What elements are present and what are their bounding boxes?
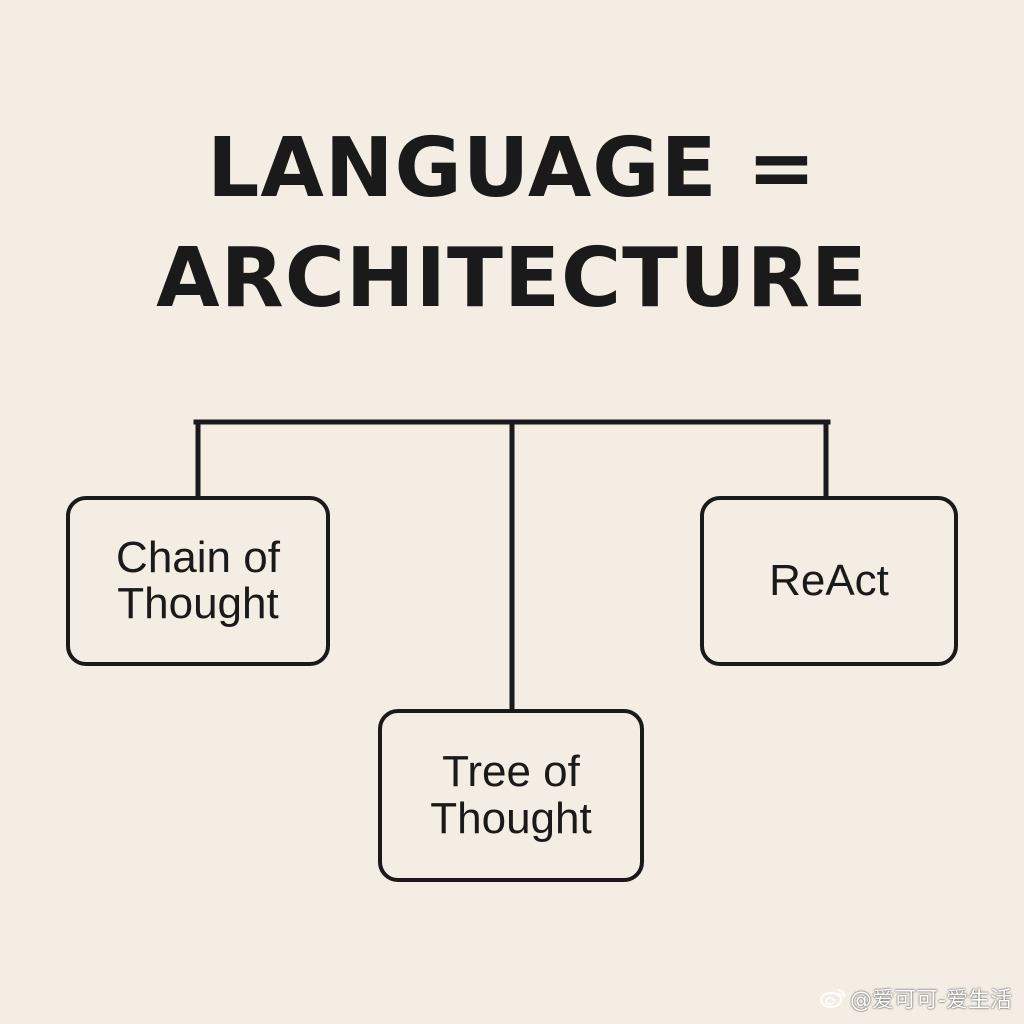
watermark: @爱可可-爱生活	[820, 982, 1012, 1014]
node-tree-of-thought-line-1: Tree of	[442, 747, 580, 797]
node-chain-of-thought: Chain of Thought	[66, 496, 330, 666]
node-react-label: ReAct	[769, 555, 889, 605]
node-tree-of-thought-line-2: Thought	[430, 793, 592, 843]
node-tree-of-thought: Tree of Thought	[378, 709, 644, 882]
node-chain-of-thought-line-1: Chain of	[116, 532, 280, 582]
node-chain-of-thought-line-2: Thought	[117, 579, 279, 628]
node-react: ReAct	[700, 496, 958, 666]
title-line-2: ARCHITECTURE	[156, 231, 868, 326]
weibo-icon	[820, 989, 846, 1008]
title-line-1: LANGUAGE =	[207, 121, 817, 216]
watermark-text: @爱可可-爱生活	[850, 988, 1012, 1013]
